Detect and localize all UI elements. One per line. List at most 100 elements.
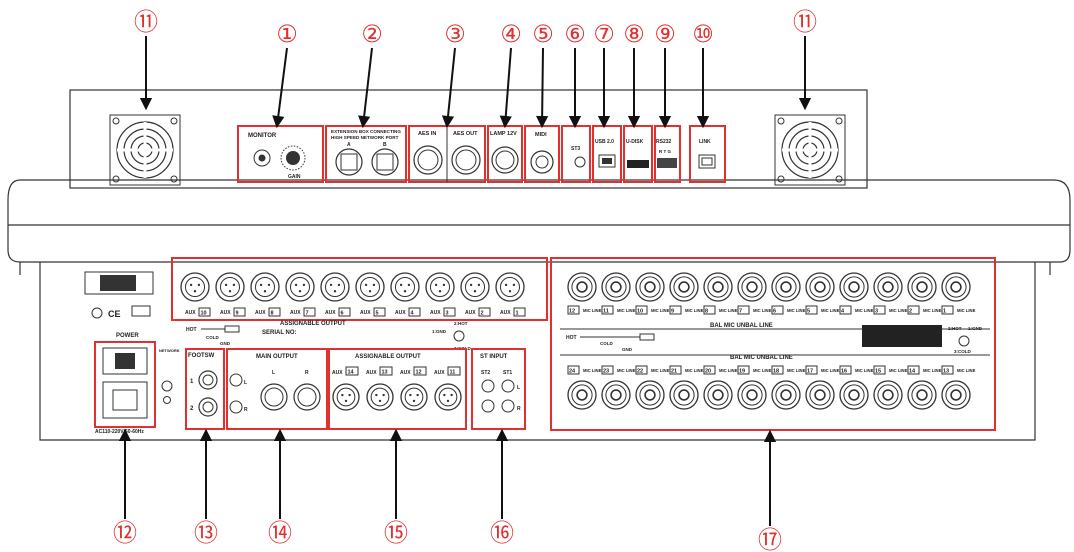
rs232-pins-label: R T G [659,149,671,154]
st2-label: ST2 [481,370,490,376]
mic-input-jack [601,380,631,410]
callout-top-number: ① [276,20,298,48]
mic-number-box [567,305,580,315]
mic-input-jack [941,380,971,410]
leader-arrowhead [358,115,371,129]
main-xlr-r-label: R [305,370,309,376]
aux-bottom-prefix: AUX [332,370,343,376]
assignable-bottom-title: ASSIGNABLE OUTPUT [355,354,421,360]
aux-top-jack [425,272,455,302]
chassis-outline [7,89,1071,441]
aux-top-number: 1 [516,311,519,317]
st-l-label: L [517,385,520,391]
voltage-label: AC110-220V/50-60Hz [95,429,144,435]
footsw-1-label: 1 [190,379,194,385]
st-input-title: ST INPUT [480,354,508,360]
udisk-section: U-DISK [623,125,653,183]
mic-input-jack [771,380,801,410]
callout-top-number: ③ [444,20,466,48]
mic-number: 14 [909,369,916,375]
mic-number-box [839,305,852,315]
mic-number: 8 [705,309,708,315]
leader-top [541,47,544,127]
callout-top-number: ⑤ [532,20,554,48]
aux-bottom-number: 13 [382,370,388,376]
mic-number-box [805,305,818,315]
monitor-section: MONITOR GAIN [237,125,324,183]
mic-number-box [941,305,954,315]
aux-top-number-box [268,307,281,317]
st-input-section: ST INPUT ST2 ST1 L R [471,348,526,430]
callout-bottom-number: ⑰ [758,526,782,552]
callout-top-number: ⑩ [692,20,714,48]
mic-number-box [805,365,818,375]
mic-number: 15 [875,369,881,375]
mic-number-box [703,305,716,315]
mic-input-jack [907,380,937,410]
mic-line-tag: MIC LINE [821,368,840,373]
mic-line-tag: MIC LINE [855,368,874,373]
aux-bottom-number-box [379,366,393,376]
extension-title-1: EXTENSION BOX CONNECTING [331,129,401,134]
aux-bottom-number: 11 [450,370,456,376]
aux-bottom-number-box [345,366,359,376]
aux-bottom-prefix: AUX [400,370,411,376]
aux-top-jack [180,272,210,302]
leader-arrowhead [597,116,611,129]
leader-arrowhead [658,116,672,129]
main-output-title: MAIN OUTPUT [256,354,298,360]
callout-bottom-number: ⑮ [384,519,408,547]
mic-line-tag: MIC LINE [957,308,976,313]
mic-input-jack [567,272,597,302]
footsw-2-label: 2 [190,406,194,412]
leader-arrowhead [273,428,287,441]
mic-line-tag: MIC LINE [855,308,874,313]
aux-top-number: 7 [306,311,309,317]
leader-lines [118,36,812,526]
leader-arrowhead [139,98,153,111]
aux-top-number-box [373,307,386,317]
bal-mic-title-top: BAL MIC UNBAL LINE [710,323,773,329]
aux-bottom-jack [434,383,462,411]
callout-bottom-number: ⑫ [113,519,137,547]
aux-top-prefix: AUX [325,310,336,316]
leader-top [446,47,456,127]
aux-bottom-jack [366,383,394,411]
aux-bottom-number: 14 [348,370,355,376]
mic-number: 20 [705,369,711,375]
lamp-section: LAMP 12V [487,125,523,183]
mic-input-jack [635,380,665,410]
aux-top-number: 10 [201,311,207,317]
aux-top-number-box [303,307,316,317]
leader-arrowhead [568,116,582,129]
mic-input-jack [907,272,937,302]
mic-input-jack [669,380,699,410]
callout-top-number: ⑪ [793,8,817,36]
leader-arrowhead [272,115,285,129]
usb-section: USB 2.0 [592,125,622,183]
main-output-section: MAIN OUTPUT L R L R [226,348,328,430]
aux-top-number: 9 [236,311,239,317]
rs232-label: RS232 [656,139,672,145]
mic-number: 3 [875,309,878,315]
port-b-label: B [383,142,387,148]
mic-number: 9 [671,309,674,315]
aux-top-number-box [443,307,456,317]
aux-top-jack [460,272,490,302]
callout-top-number: ⑦ [593,20,615,48]
main-xlr-l-label: L [272,370,275,376]
bal-mic-section: BAL MIC UNBAL LINE BAL MIC UNBAL LINE 12… [550,257,996,431]
extension-title-2: HIGH SPEED NETWORK PORT [331,135,399,140]
bal-legend-pin1: 1:GND [968,326,983,331]
aux-bottom-number-box [413,366,427,376]
leader-arrowhead [118,428,132,441]
extension-section: EXTENSION BOX CONNECTING HIGH SPEED NETW… [325,125,407,183]
aux-top-number: 5 [376,311,379,317]
mic-number: 5 [807,309,810,315]
monitor-gain-label: GAIN [288,174,301,180]
